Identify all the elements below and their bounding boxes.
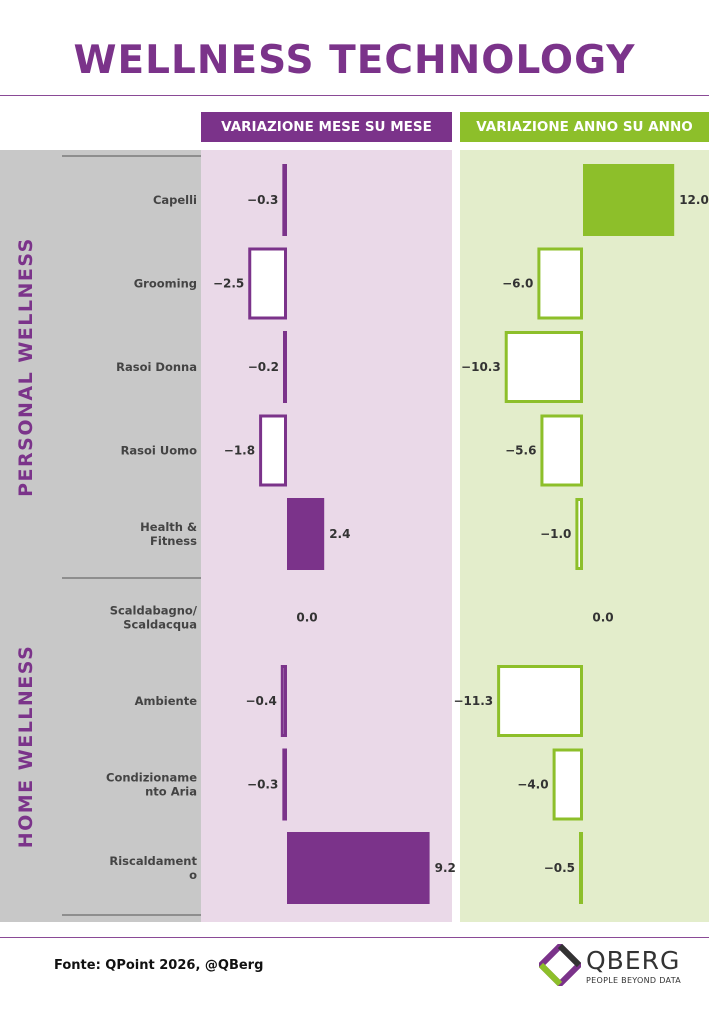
yoy-value-label: −4.0 bbox=[517, 778, 548, 792]
yoy-bar bbox=[583, 164, 675, 236]
top-divider bbox=[0, 95, 709, 96]
yoy-value-label: −6.0 bbox=[502, 277, 533, 291]
mom-bar bbox=[259, 414, 288, 487]
category-label: Capelli bbox=[153, 193, 197, 207]
yoy-value-label: −11.3 bbox=[453, 694, 493, 708]
mom-value-label: 2.4 bbox=[329, 527, 350, 541]
category-label: Rasoi Uomo bbox=[121, 444, 198, 458]
category-label: Ambiente bbox=[135, 694, 198, 708]
page-title: WELLNESS TECHNOLOGY bbox=[73, 38, 636, 83]
yoy-value-label: −5.6 bbox=[505, 444, 536, 458]
yoy-bar bbox=[540, 414, 584, 487]
mom-bar bbox=[287, 498, 325, 570]
mom-value-label: −1.8 bbox=[224, 444, 255, 458]
mom-bar bbox=[287, 832, 430, 904]
yoy-value-label: −1.0 bbox=[540, 527, 571, 541]
yoy-panel-bg bbox=[460, 150, 709, 922]
mom-bar bbox=[280, 665, 287, 737]
mom-bar bbox=[282, 164, 288, 236]
yoy-bar bbox=[575, 498, 584, 570]
mom-header: VARIAZIONE MESE SU MESE bbox=[201, 112, 452, 142]
category-label: Grooming bbox=[134, 277, 197, 291]
mom-value-label: 0.0 bbox=[296, 611, 317, 625]
yoy-header: VARIAZIONE ANNO SU ANNO bbox=[460, 112, 709, 142]
yoy-value-label: 0.0 bbox=[592, 611, 613, 625]
category-label: Scaldabagno/Scaldacqua bbox=[110, 604, 198, 632]
mom-value-label: −0.4 bbox=[245, 694, 276, 708]
yoy-bar bbox=[497, 665, 583, 737]
category-label: Rasoi Donna bbox=[116, 360, 197, 374]
mom-bar bbox=[282, 748, 288, 821]
yoy-bar bbox=[537, 247, 584, 320]
mom-value-label: −0.2 bbox=[248, 360, 279, 374]
yoy-bar bbox=[504, 331, 583, 403]
logo-name: QBERG bbox=[586, 946, 681, 975]
mom-panel-bg bbox=[201, 150, 452, 922]
yoy-bar bbox=[552, 748, 583, 821]
group-label: HOME WELLNESS bbox=[15, 645, 37, 849]
group-label: PERSONAL WELLNESS bbox=[15, 237, 37, 497]
mom-value-label: −0.3 bbox=[247, 778, 278, 792]
yoy-value-label: −10.3 bbox=[461, 360, 501, 374]
footer-source: Fonte: QPoint 2026, @QBerg bbox=[54, 958, 264, 973]
yoy-value-label: 12.0 bbox=[679, 193, 709, 207]
yoy-value-label: −0.5 bbox=[544, 861, 575, 875]
mom-value-label: −0.3 bbox=[247, 193, 278, 207]
category-panel-bg bbox=[0, 150, 201, 922]
category-label: Health &Fitness bbox=[140, 520, 197, 548]
mom-bar bbox=[283, 331, 287, 403]
logo-tagline: PEOPLE BEYOND DATA bbox=[586, 976, 682, 985]
qberg-logo-icon bbox=[539, 944, 581, 986]
mom-value-label: 9.2 bbox=[435, 861, 456, 875]
wellness-bar-chart: PERSONAL WELLNESS HOME WELLNESS CapelliGro… bbox=[0, 150, 709, 922]
bottom-divider bbox=[0, 937, 709, 938]
mom-bar bbox=[248, 247, 287, 320]
yoy-bar bbox=[579, 832, 583, 904]
mom-value-label: −2.5 bbox=[213, 277, 244, 291]
